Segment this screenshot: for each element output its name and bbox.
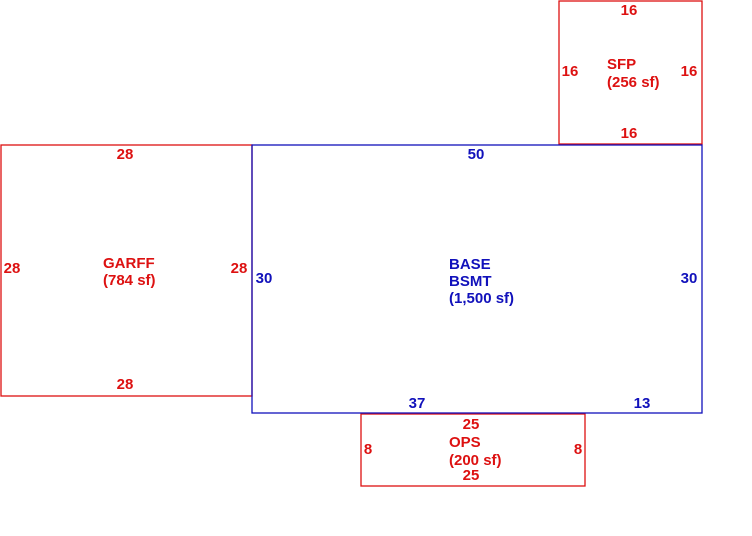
dim-base-bottom-right: 13 [634,395,651,412]
area-ops-outline [360,413,586,487]
label-ops-area: (200 sf) [449,452,502,469]
dim-base-right: 30 [681,270,698,287]
dim-garff-right: 28 [231,260,248,277]
label-base-name: BASE [449,256,491,273]
label-garff-name: GARFF [103,255,155,272]
dim-base-bottom-left: 37 [409,395,426,412]
label-garff-area: (784 sf) [103,272,156,289]
dim-sfp-right: 16 [681,63,698,80]
dim-ops-left: 8 [364,441,372,458]
area-base-outline [251,144,703,414]
area-ops: 25 8 8 25 OPS (200 sf) [360,413,586,487]
label-base-sub: BSMT [449,273,492,290]
dim-base-top: 50 [468,146,485,163]
label-base-area: (1,500 sf) [449,290,514,307]
dim-sfp-bottom: 16 [621,125,638,142]
dim-garff-left: 28 [4,260,21,277]
label-sfp-area: (256 sf) [607,74,660,91]
dim-garff-top: 28 [117,146,134,163]
dim-ops-right: 8 [574,441,582,458]
dim-ops-bottom: 25 [463,467,480,484]
label-ops-name: OPS [449,434,481,451]
dim-garff-bottom: 28 [117,376,134,393]
label-sfp-name: SFP [607,56,636,73]
dim-sfp-top: 16 [621,2,638,19]
area-base: 50 30 30 37 13 BASE BSMT (1,500 sf) [251,144,703,414]
dim-ops-top: 25 [463,416,480,433]
area-garff: 28 28 28 28 GARFF (784 sf) [0,144,253,397]
area-sfp: 16 16 16 16 SFP (256 sf) [558,0,703,145]
dim-sfp-left: 16 [562,63,579,80]
area-sfp-outline [558,0,703,145]
dim-base-left: 30 [256,270,273,287]
